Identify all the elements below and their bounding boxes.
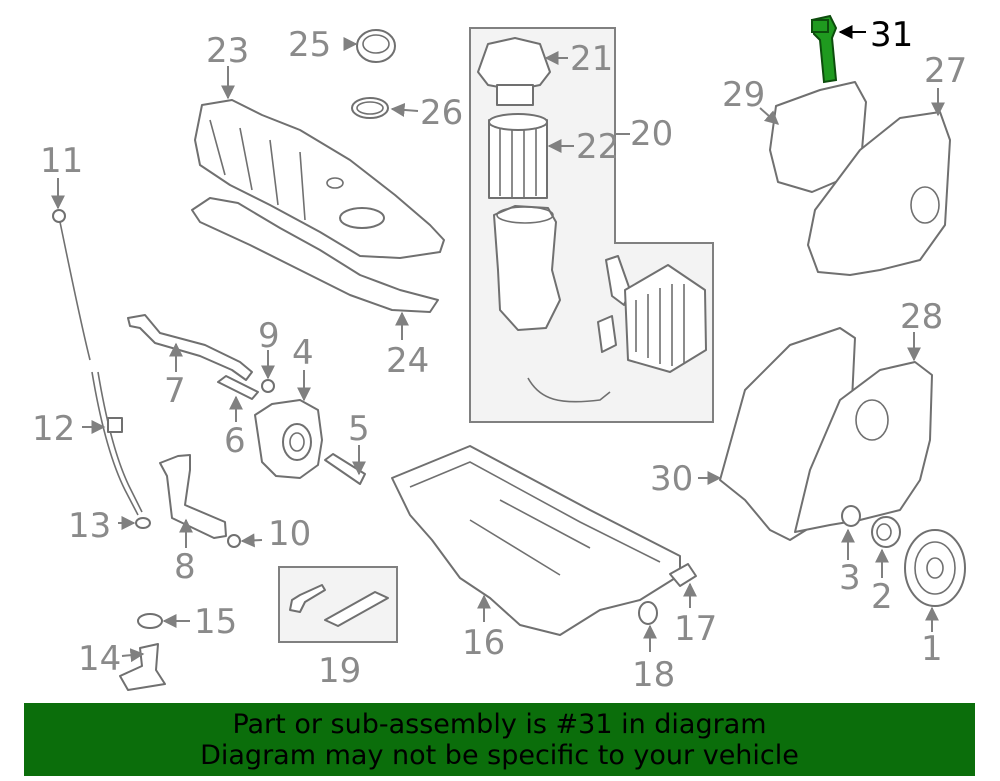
oil-filler-cap[interactable] <box>356 29 396 63</box>
callout-6: 6 <box>224 421 246 461</box>
callout-1: 1 <box>921 629 943 669</box>
callout-5: 5 <box>348 409 370 449</box>
callout-27: 27 <box>924 51 967 91</box>
dipstick-tube[interactable] <box>91 371 143 516</box>
callout-18: 18 <box>632 655 675 695</box>
coolant-hose[interactable] <box>217 375 259 400</box>
oil-dipstick[interactable] <box>52 209 91 361</box>
parts-diagram: 1 2 3 4 5 6 7 8 9 10 11 12 13 14 15 16 1… <box>32 14 967 695</box>
drain-plug-washer[interactable] <box>638 601 658 625</box>
oil-pan[interactable] <box>391 445 681 636</box>
callout-16: 16 <box>462 623 505 663</box>
oil-filter-cap[interactable] <box>477 37 551 106</box>
water-pump[interactable] <box>254 399 323 479</box>
banner-line-2: Diagram may not be specific to your vehi… <box>200 739 799 771</box>
callout-4: 4 <box>292 333 314 373</box>
valve-cover-gasket[interactable] <box>191 197 439 313</box>
crankshaft-pulley[interactable] <box>904 529 966 607</box>
oil-filter-housing[interactable] <box>493 205 561 331</box>
oil-filter-element[interactable] <box>488 113 548 199</box>
callout-30: 30 <box>650 459 693 499</box>
banner-line-1: Part or sub-assembly is #31 in diagram <box>232 708 767 740</box>
callout-19: 19 <box>318 651 361 691</box>
callout-26: 26 <box>420 93 463 133</box>
coolant-pipe[interactable] <box>127 314 253 381</box>
bolt-and-sealant[interactable] <box>289 584 389 627</box>
drain-plug[interactable] <box>669 563 697 587</box>
o-ring-9[interactable] <box>261 379 275 393</box>
callout-22: 22 <box>576 127 619 167</box>
filler-cap-seal[interactable] <box>351 97 389 119</box>
callout-13: 13 <box>68 506 111 546</box>
callout-7: 7 <box>164 371 186 411</box>
callout-3: 3 <box>839 558 861 598</box>
callout-14: 14 <box>78 639 121 679</box>
callout-9: 9 <box>258 316 280 356</box>
callout-20: 20 <box>630 114 673 154</box>
mounting-bracket[interactable] <box>159 454 227 539</box>
oil-line[interactable] <box>527 377 611 403</box>
oil-fitting[interactable] <box>119 643 166 691</box>
callout-31: 31 <box>870 15 913 55</box>
dipstick-tube-seal[interactable] <box>135 517 151 529</box>
callout-21: 21 <box>570 39 613 79</box>
callout-28: 28 <box>900 297 943 337</box>
callout-24: 24 <box>386 341 429 381</box>
crankshaft-seal[interactable] <box>841 505 861 527</box>
callout-25: 25 <box>288 25 331 65</box>
callout-8: 8 <box>174 547 196 587</box>
camshaft-position-sensor[interactable] <box>810 14 838 84</box>
callout-17: 17 <box>674 609 717 649</box>
o-ring-10[interactable] <box>227 534 241 548</box>
callout-23: 23 <box>206 31 249 71</box>
callout-29: 29 <box>722 75 765 115</box>
callout-2: 2 <box>871 577 893 617</box>
oil-cooler[interactable] <box>624 264 707 373</box>
callout-15: 15 <box>194 602 237 642</box>
callout-12: 12 <box>32 409 75 449</box>
cooler-gasket[interactable] <box>597 315 617 353</box>
crankshaft-bushing[interactable] <box>871 516 901 548</box>
seal-15[interactable] <box>137 613 163 629</box>
valve-cover[interactable] <box>194 99 445 259</box>
timing-cover-upper[interactable] <box>807 111 951 276</box>
callout-11: 11 <box>40 141 83 181</box>
info-banner: Part or sub-assembly is #31 in diagram D… <box>24 703 975 776</box>
callout-10: 10 <box>268 514 311 554</box>
